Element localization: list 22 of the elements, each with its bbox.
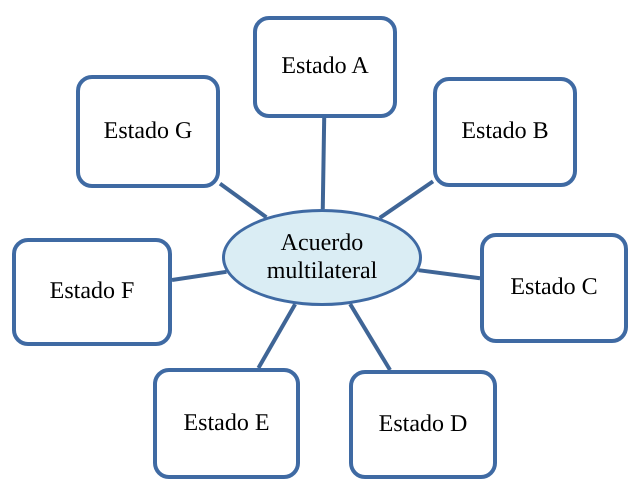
connector-line <box>378 180 434 220</box>
rounded-box <box>480 233 628 343</box>
connector-line <box>256 303 297 369</box>
node-label: Estado A <box>281 53 369 81</box>
rounded-box <box>153 368 300 479</box>
connector-line <box>348 303 392 372</box>
connector-line <box>418 268 480 280</box>
node-label: Estado C <box>510 274 598 302</box>
node-label: Estado G <box>104 118 192 146</box>
rounded-box <box>433 77 577 187</box>
rounded-box <box>253 16 397 118</box>
rounded-box <box>12 238 172 346</box>
rounded-box <box>349 370 497 479</box>
node-label: Estado F <box>50 278 134 306</box>
connector-line <box>320 118 326 210</box>
connector-line <box>218 182 268 219</box>
node-label: Estado B <box>461 118 549 146</box>
connector-line <box>172 270 227 282</box>
node-label: Estado D <box>378 410 468 438</box>
node-label: Estado E <box>184 410 270 438</box>
rounded-box <box>76 75 220 188</box>
node-label: Acuerdo multilateral <box>266 230 378 286</box>
